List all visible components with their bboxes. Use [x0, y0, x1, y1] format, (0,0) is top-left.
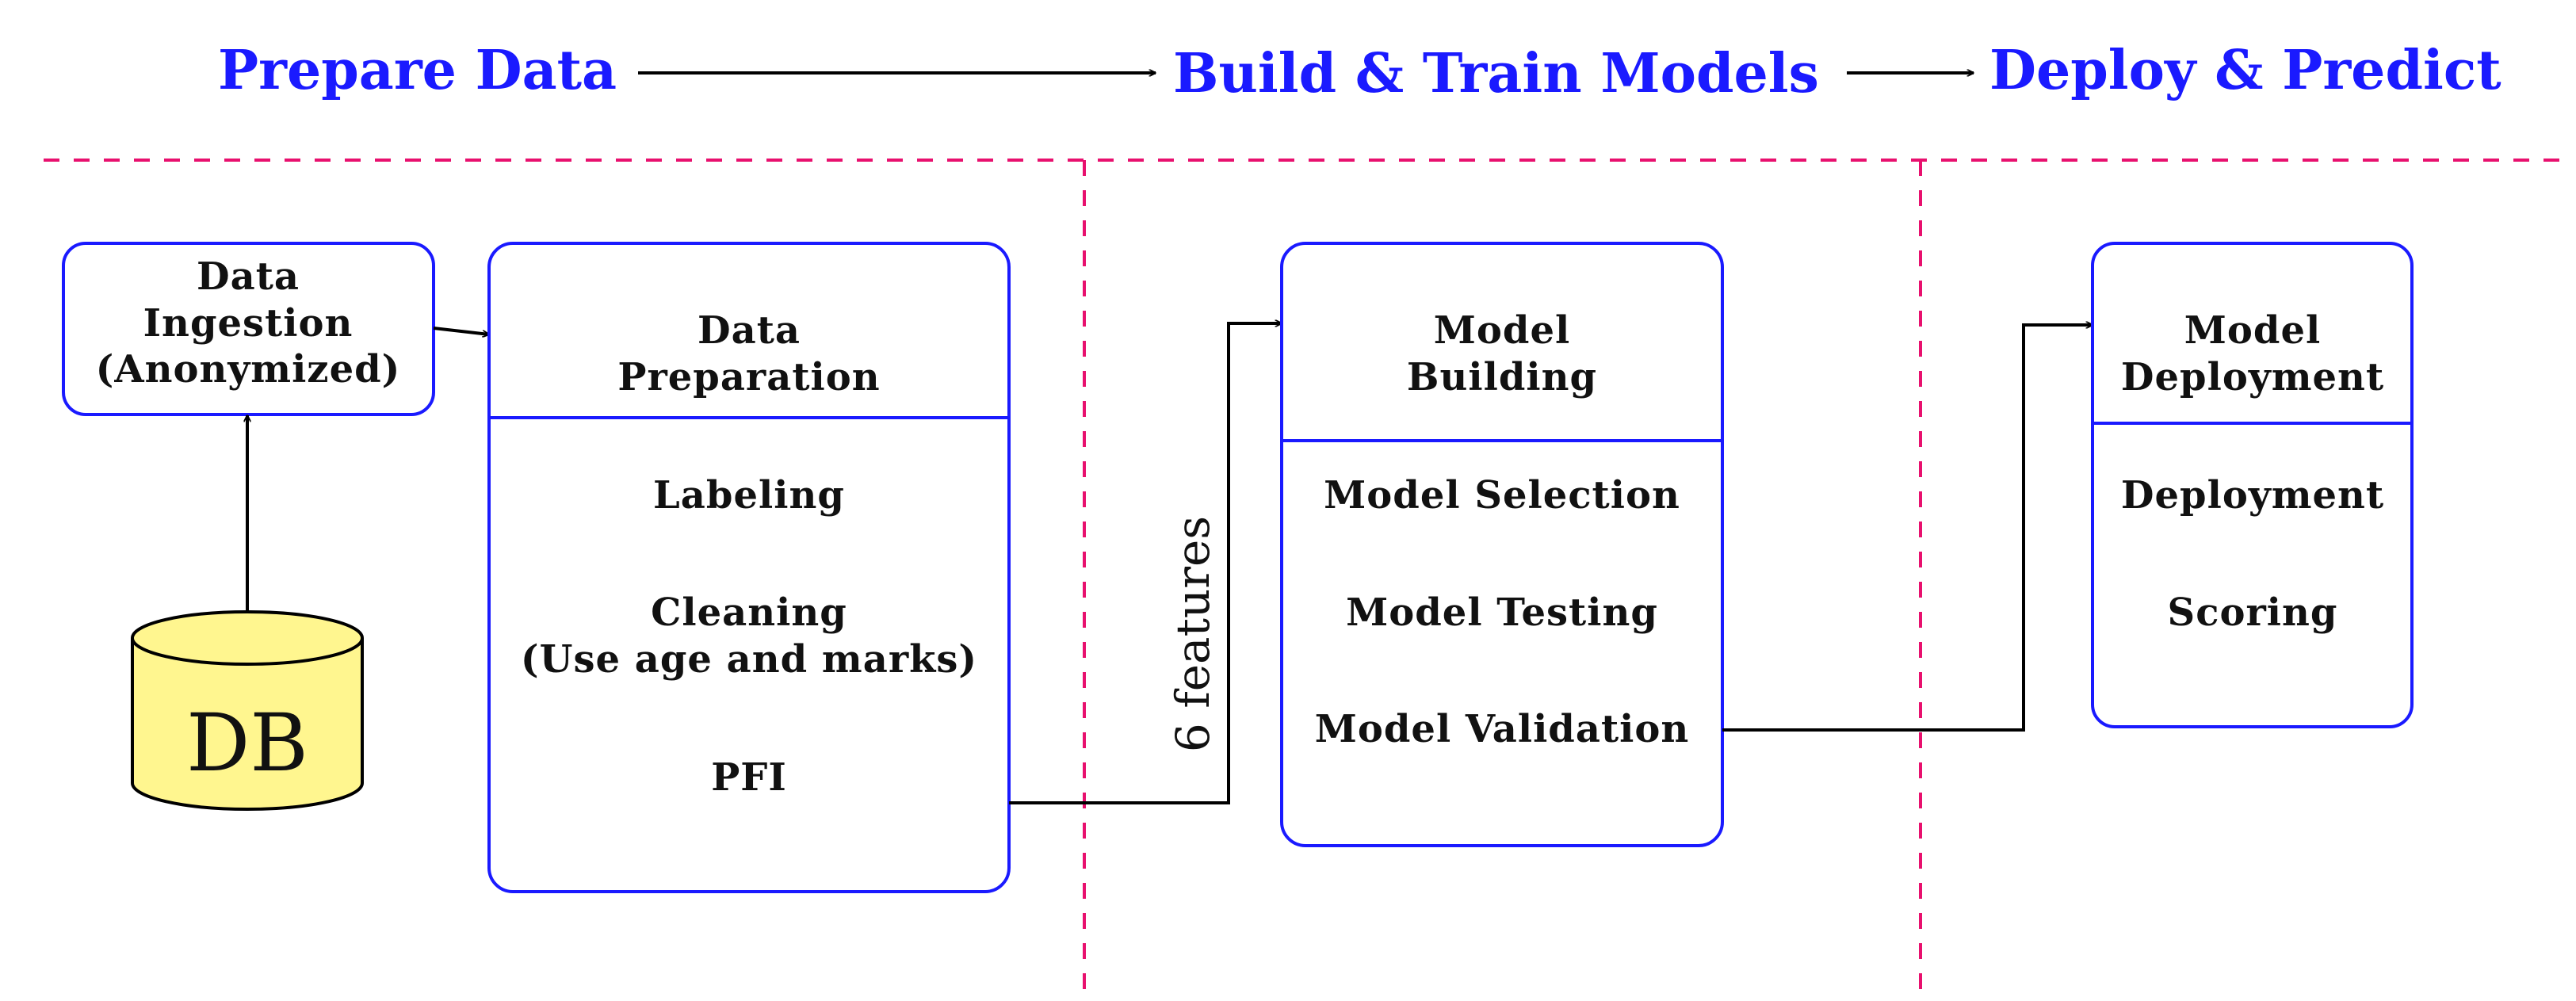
preparation-to-building-connector	[1009, 323, 1282, 804]
ingestion-line-1: Data	[197, 254, 300, 299]
stage-prepare-data: Prepare Data	[218, 39, 617, 102]
stage-build-train: Build & Train Models	[1173, 42, 1819, 105]
building-to-deployment-connector	[1722, 325, 2093, 732]
data-preparation-box: Data Preparation Labeling Cleaning (Use …	[487, 242, 1011, 893]
preparation-item-cleaning: Cleaning	[651, 590, 847, 635]
preparation-title-1: Data	[698, 308, 801, 353]
db-label: DB	[186, 697, 308, 789]
building-item-selection: Model Selection	[1324, 473, 1680, 518]
preparation-title-2: Preparation	[617, 355, 880, 399]
preparation-item-labeling: Labeling	[653, 473, 845, 518]
preparation-item-pfi: PFI	[711, 755, 787, 800]
database-cylinder: DB	[131, 610, 364, 811]
model-building-box: Model Building Model Selection Model Tes…	[1280, 242, 1724, 847]
deployment-item-scoring: Scoring	[2168, 590, 2338, 635]
deployment-title-1: Model	[2184, 308, 2321, 353]
building-item-validation: Model Validation	[1315, 707, 1690, 751]
ingestion-to-preparation-arrow	[433, 327, 489, 334]
deployment-item-deployment: Deployment	[2121, 473, 2384, 518]
preparation-item-cleaning-note: (Use age and marks)	[521, 637, 977, 682]
deployment-title-2: Deployment	[2121, 355, 2384, 399]
model-deployment-box: Model Deployment Deployment Scoring	[2091, 242, 2414, 728]
features-label: 6 features	[1166, 516, 1220, 752]
building-title-1: Model	[1434, 308, 1570, 353]
stage-deploy-predict: Deploy & Predict	[1989, 39, 2501, 102]
building-title-2: Building	[1407, 355, 1597, 399]
ingestion-line-2: Ingestion	[143, 301, 354, 346]
ingestion-line-3: (Anonymized)	[96, 347, 401, 392]
building-item-testing: Model Testing	[1346, 590, 1658, 635]
data-ingestion-box: Data Ingestion (Anonymized)	[62, 242, 435, 416]
